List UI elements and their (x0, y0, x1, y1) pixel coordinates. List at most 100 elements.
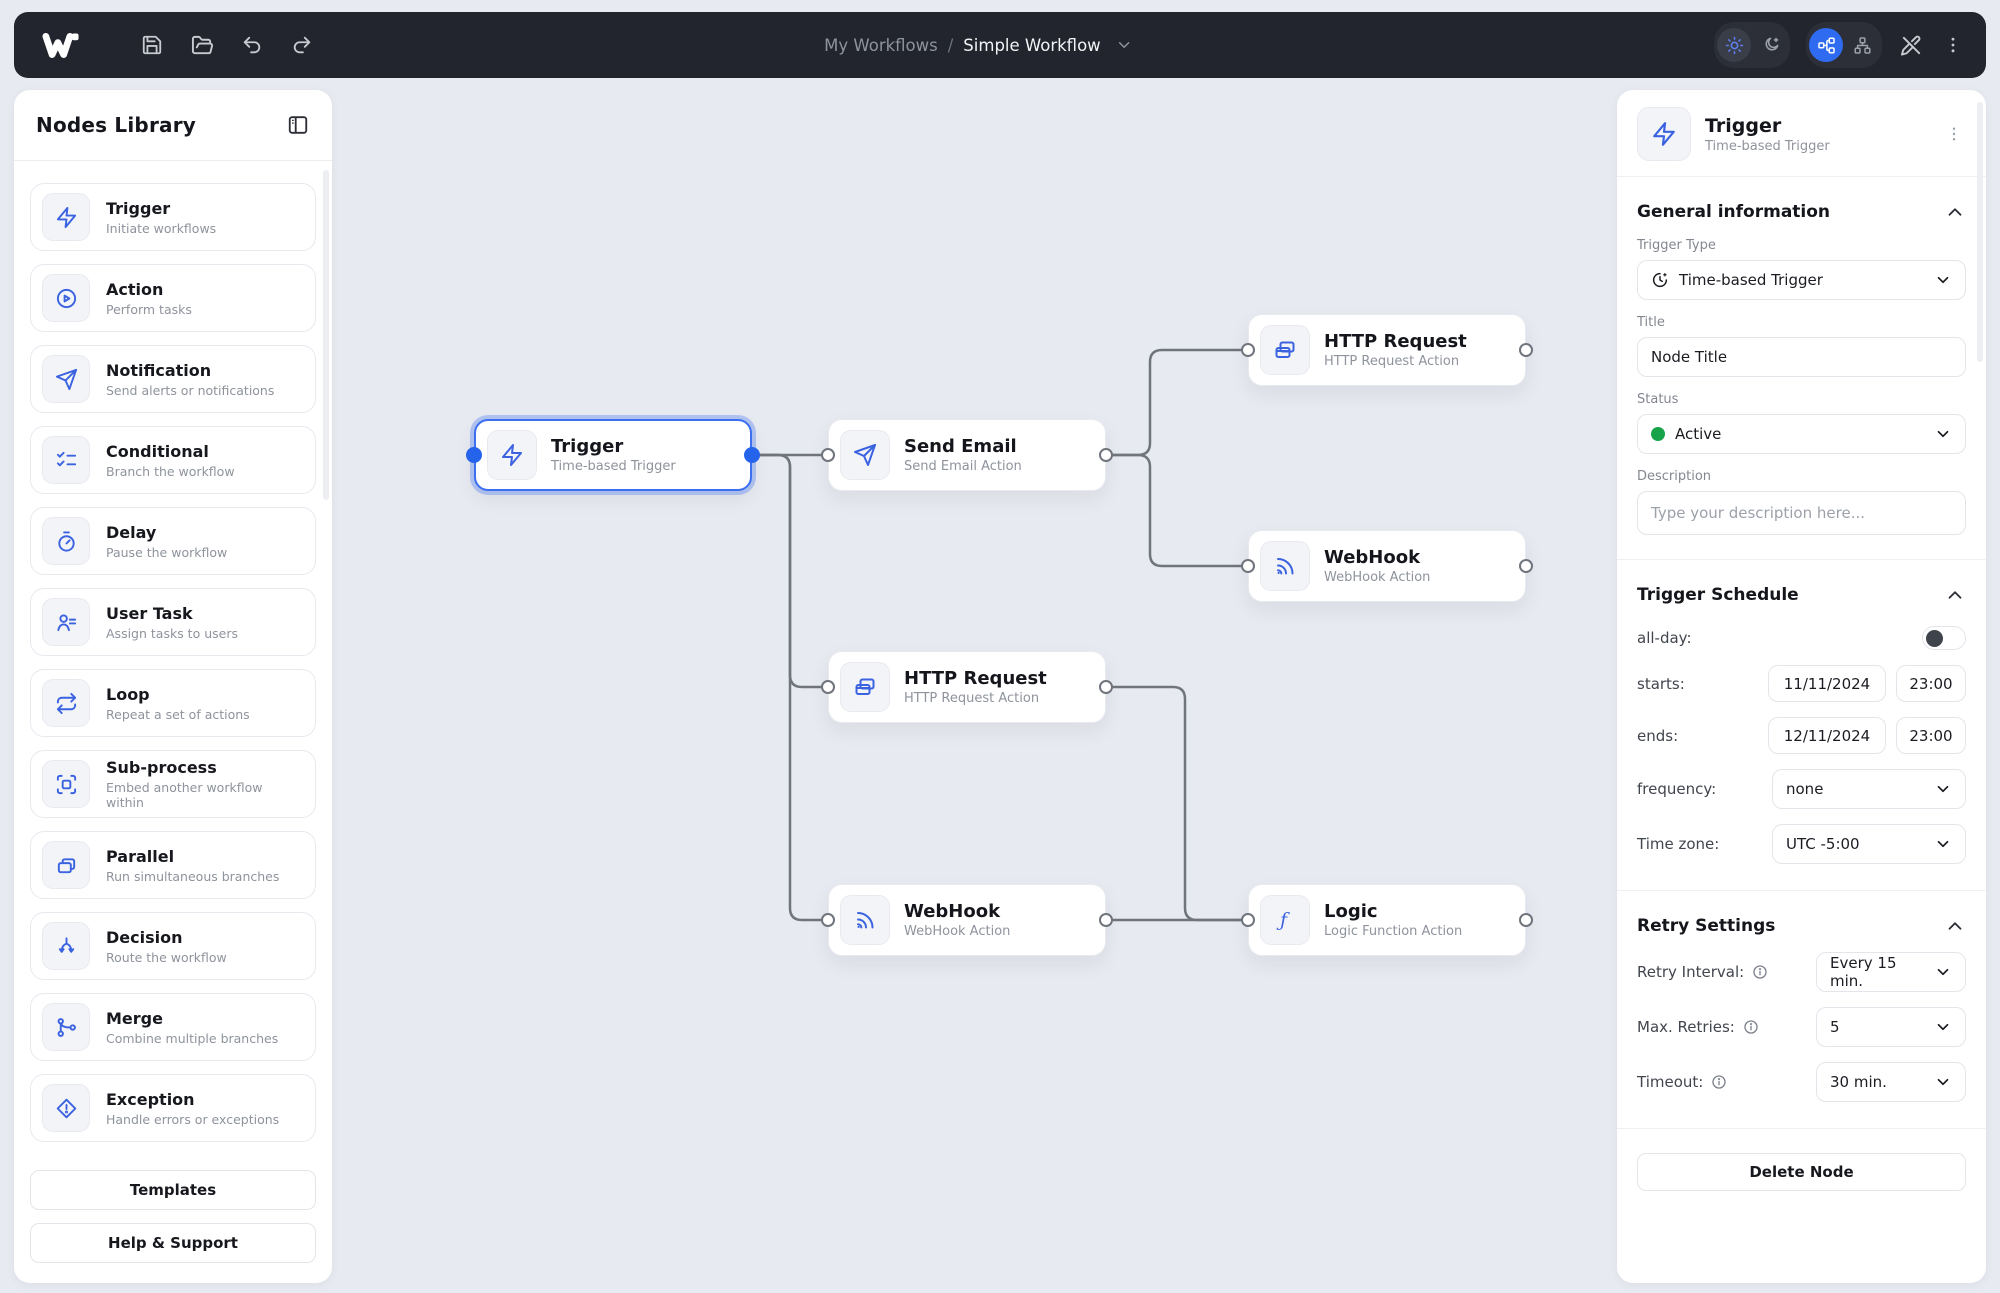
handle-httpmid-out[interactable] (1099, 680, 1113, 694)
library-item-conditional[interactable]: Conditional Branch the workflow (30, 426, 316, 494)
library-item-parallel[interactable]: Parallel Run simultaneous branches (30, 831, 316, 899)
max-retries-select[interactable]: 5 (1816, 1007, 1966, 1047)
frequency-value: none (1786, 780, 1824, 798)
all-day-label: all-day: (1637, 629, 1692, 647)
retry-interval-select[interactable]: Every 15 min. (1816, 952, 1966, 992)
undo-icon[interactable] (240, 33, 264, 57)
more-options-icon[interactable] (1940, 32, 1966, 58)
node-trigger[interactable]: Trigger Time-based Trigger (474, 419, 752, 491)
trigger-type-select[interactable]: Time-based Trigger (1637, 260, 1966, 300)
starts-date-input[interactable]: 11/11/2024 (1768, 665, 1886, 702)
item-label: User Task (106, 603, 193, 623)
handle-webhooktop-in[interactable] (1241, 559, 1255, 573)
handle-trigger-out[interactable] (744, 447, 760, 463)
handle-webhooktop-out[interactable] (1519, 559, 1533, 573)
node-logic[interactable]: ƒ Logic Logic Function Action (1248, 884, 1526, 956)
handle-httptop-in[interactable] (1241, 343, 1255, 357)
chevron-down-icon (1934, 1073, 1952, 1091)
info-icon[interactable] (1743, 1019, 1759, 1035)
ends-time-input[interactable]: 23:00 (1896, 717, 1966, 754)
library-item-sub-process[interactable]: Sub-process Embed another workflow withi… (30, 750, 316, 818)
chevron-up-icon[interactable] (1944, 915, 1966, 937)
retry-section-title: Retry Settings (1637, 916, 1776, 936)
starts-time-input[interactable]: 23:00 (1896, 665, 1966, 702)
node-title-input[interactable] (1637, 337, 1966, 377)
divider (1617, 1128, 1986, 1129)
handle-webhookbottom-in[interactable] (821, 913, 835, 927)
timeout-select[interactable]: 30 min. (1816, 1062, 1966, 1102)
description-input[interactable] (1637, 491, 1966, 535)
templates-button[interactable]: Templates (30, 1170, 316, 1210)
sidebar-scrollbar[interactable] (323, 170, 329, 500)
chevron-down-icon[interactable] (1115, 36, 1133, 54)
breadcrumb-current[interactable]: Simple Workflow (963, 35, 1101, 55)
library-item-merge[interactable]: Merge Combine multiple branches (30, 993, 316, 1061)
layout-vertical-icon[interactable] (1845, 28, 1879, 62)
node-http-request-top[interactable]: HTTP Request HTTP Request Action (1248, 314, 1526, 386)
all-day-toggle[interactable] (1922, 626, 1966, 650)
handle-sendemail-out[interactable] (1099, 448, 1113, 462)
library-item-exception[interactable]: Exception Handle errors or exceptions (30, 1074, 316, 1142)
handle-httptop-out[interactable] (1519, 343, 1533, 357)
library-item-action[interactable]: Action Perform tasks (30, 264, 316, 332)
handle-logic-in[interactable] (1241, 913, 1255, 927)
inspector-scrollbar[interactable] (1977, 102, 1983, 362)
item-desc: Branch the workflow (106, 463, 235, 479)
zap-icon (1637, 107, 1691, 161)
edit-off-icon[interactable] (1898, 32, 1924, 58)
node-menu-icon[interactable] (1942, 122, 1966, 146)
topbar-right-controls (1714, 12, 1966, 78)
node-title: WebHook (904, 900, 1001, 922)
zap-icon (42, 193, 90, 241)
frequency-label: frequency: (1637, 780, 1717, 798)
panel-collapse-icon[interactable] (286, 113, 310, 137)
node-send-email[interactable]: Send Email Send Email Action (828, 419, 1106, 491)
theme-toggle (1714, 22, 1790, 68)
status-select[interactable]: Active (1637, 414, 1966, 454)
open-folder-icon[interactable] (190, 33, 214, 57)
handle-httpmid-in[interactable] (821, 680, 835, 694)
help-support-button[interactable]: Help & Support (30, 1223, 316, 1263)
library-item-loop[interactable]: Loop Repeat a set of actions (30, 669, 316, 737)
sidebar-footer: Templates Help & Support (30, 1170, 316, 1263)
save-icon[interactable] (140, 33, 164, 57)
info-icon[interactable] (1711, 1074, 1727, 1090)
divider (1617, 559, 1986, 560)
library-item-user-task[interactable]: User Task Assign tasks to users (30, 588, 316, 656)
info-icon[interactable] (1752, 964, 1768, 980)
library-item-trigger[interactable]: Trigger Initiate workflows (30, 183, 316, 251)
dark-mode-icon[interactable] (1753, 28, 1787, 62)
chevron-down-icon (1934, 780, 1952, 798)
library-item-notification[interactable]: Notification Send alerts or notification… (30, 345, 316, 413)
chevron-up-icon[interactable] (1944, 584, 1966, 606)
item-label: Decision (106, 927, 183, 947)
section-general: General information Trigger Type Time-ba… (1617, 201, 1986, 559)
item-label: Parallel (106, 846, 175, 866)
timezone-select[interactable]: UTC -5:00 (1772, 824, 1966, 864)
delete-node-button[interactable]: Delete Node (1637, 1153, 1966, 1191)
ends-date-input[interactable]: 12/11/2024 (1768, 717, 1886, 754)
node-webhook-bottom[interactable]: WebHook WebHook Action (828, 884, 1106, 956)
handle-webhookbottom-out[interactable] (1099, 913, 1113, 927)
nodes-library-list: Trigger Initiate workflows Action Perfor… (14, 161, 332, 1142)
library-item-delay[interactable]: Delay Pause the workflow (30, 507, 316, 575)
section-schedule: Trigger Schedule all-day: starts: 11/11/… (1617, 584, 1986, 890)
layout-horizontal-icon[interactable] (1809, 28, 1843, 62)
chevron-up-icon[interactable] (1944, 201, 1966, 223)
topbar-tools (140, 33, 314, 57)
handle-logic-out[interactable] (1519, 913, 1533, 927)
edge-sendemail-httptop (1104, 348, 1250, 457)
library-item-decision[interactable]: Decision Route the workflow (30, 912, 316, 980)
redo-icon[interactable] (290, 33, 314, 57)
breadcrumb: My Workflows / Simple Workflow (824, 12, 1133, 78)
node-title: HTTP Request (904, 667, 1047, 689)
breadcrumb-parent[interactable]: My Workflows (824, 35, 938, 55)
node-http-request-mid[interactable]: HTTP Request HTTP Request Action (828, 651, 1106, 723)
handle-sendemail-in[interactable] (821, 448, 835, 462)
handle-trigger-in[interactable] (466, 447, 482, 463)
app-logo-icon[interactable] (42, 29, 92, 61)
frequency-select[interactable]: none (1772, 769, 1966, 809)
node-webhook-right[interactable]: WebHook WebHook Action (1248, 530, 1526, 602)
light-mode-icon[interactable] (1717, 28, 1751, 62)
